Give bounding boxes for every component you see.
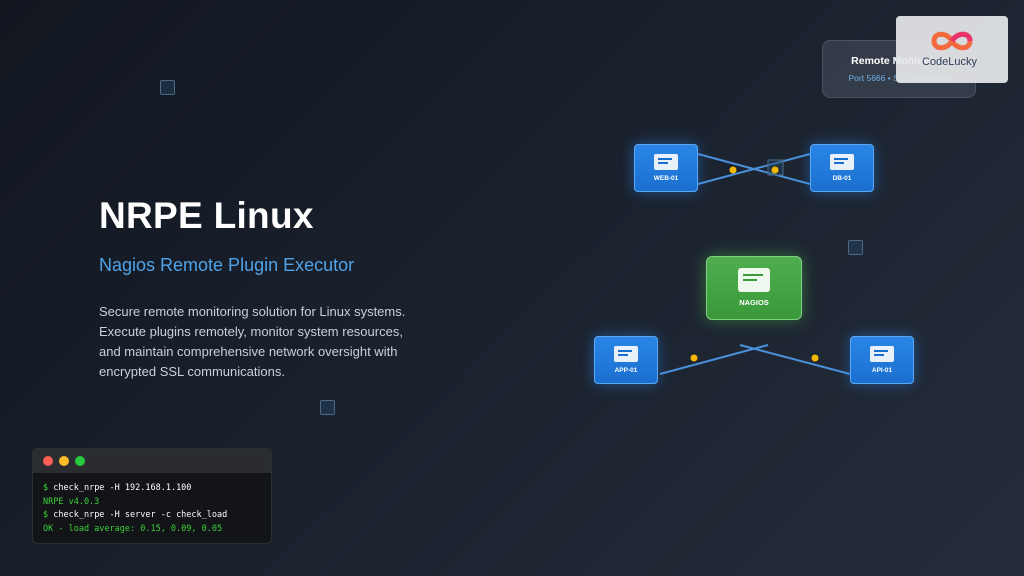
- terminal-command-line: $ check_nrpe -H 192.168.1.100: [43, 482, 261, 496]
- page-subtitle: Nagios Remote Plugin Executor: [99, 255, 355, 275]
- server-label: APP-01: [614, 367, 638, 374]
- server-node-api-01: API-01: [850, 336, 914, 384]
- description-line: Execute plugins remotely, monitor system…: [99, 324, 403, 339]
- close-dot-icon: [43, 456, 53, 466]
- codelucky-logo: CodeLucky: [896, 16, 1008, 83]
- infinity-logo-icon: [931, 31, 973, 51]
- terminal-title-bar: [33, 449, 271, 473]
- prompt-symbol: $: [43, 483, 49, 493]
- description-line: and maintain comprehensive network overs…: [99, 344, 398, 359]
- command-text: check_nrpe -H server -c check_load: [53, 510, 228, 520]
- maximize-dot-icon: [75, 456, 85, 466]
- server-icon: [614, 346, 638, 362]
- prompt-symbol: $: [43, 510, 49, 520]
- monitor-icon: [738, 268, 770, 292]
- nagios-central-node: NAGIOS: [706, 256, 802, 320]
- server-icon: [830, 154, 854, 170]
- signal-dot-icon: [811, 354, 819, 362]
- signal-dot-icon: [690, 354, 698, 362]
- nagios-label: NAGIOS: [739, 298, 769, 307]
- description-line: encrypted SSL communications.: [99, 364, 285, 379]
- decorative-square: [848, 240, 863, 255]
- server-label: API-01: [871, 367, 893, 374]
- signal-dot-icon: [771, 166, 779, 174]
- terminal-output: $ check_nrpe -H 192.168.1.100 NRPE v4.0.…: [33, 473, 271, 543]
- decorative-square: [320, 400, 335, 415]
- connection-line: [739, 344, 851, 375]
- decorative-square: [160, 80, 175, 95]
- server-icon: [870, 346, 894, 362]
- server-icon: [654, 154, 678, 170]
- command-text: check_nrpe -H 192.168.1.100: [53, 483, 192, 493]
- server-node-db-01: DB-01: [810, 144, 874, 192]
- description: Secure remote monitoring solution for Li…: [99, 302, 419, 382]
- terminal-window: $ check_nrpe -H 192.168.1.100 NRPE v4.0.…: [32, 448, 272, 544]
- signal-dot-icon: [729, 166, 737, 174]
- terminal-output-line: OK - load average: 0.15, 0.09, 0.05: [43, 523, 223, 534]
- connection-line: [659, 344, 769, 375]
- terminal-output-line: NRPE v4.0.3: [43, 496, 100, 507]
- connection-line: [697, 153, 811, 185]
- server-label: WEB-01: [653, 175, 679, 182]
- terminal-command-line: $ check_nrpe -H server -c check_load: [43, 509, 261, 523]
- description-line: Secure remote monitoring solution for Li…: [99, 304, 406, 319]
- page-title: NRPE Linux: [99, 195, 314, 236]
- server-node-web-01: WEB-01: [634, 144, 698, 192]
- logo-text: CodeLucky: [922, 56, 978, 68]
- server-node-app-01: APP-01: [594, 336, 658, 384]
- minimize-dot-icon: [59, 456, 69, 466]
- server-label: DB-01: [832, 175, 852, 182]
